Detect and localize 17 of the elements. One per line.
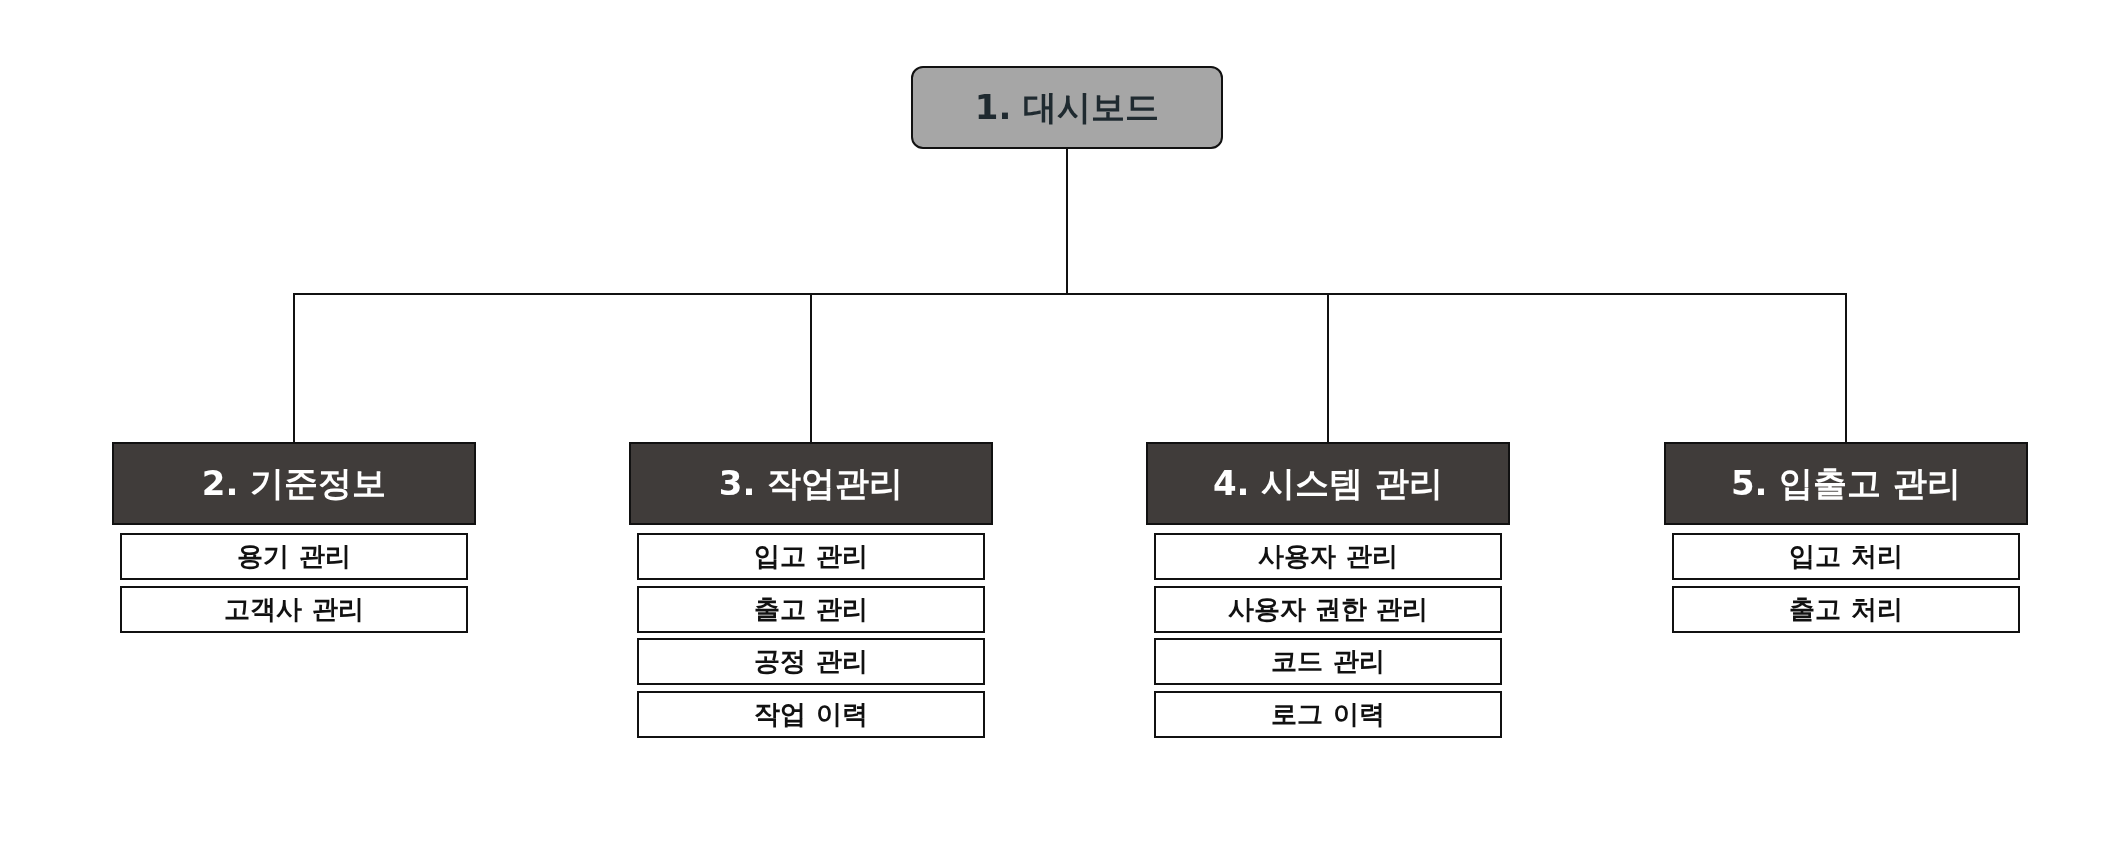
menu-item-box: 고객사 관리 [120, 586, 468, 633]
menu-item-box: 작업 이력 [637, 691, 985, 738]
menu-item-box: 사용자 권한 관리 [1154, 586, 1502, 633]
menu-item-box: 용기 관리 [120, 533, 468, 580]
menu-item-box: 사용자 관리 [1154, 533, 1502, 580]
dashboard-box: 1. 대시보드 [911, 66, 1223, 149]
menu-item-box: 입고 처리 [1672, 533, 2020, 580]
menu-item-box: 로그 이력 [1154, 691, 1502, 738]
menu-item-box: 코드 관리 [1154, 638, 1502, 685]
category-box: 4. 시스템 관리 [1146, 442, 1510, 525]
category-box: 5. 입출고 관리 [1664, 442, 2028, 525]
menu-item-box: 출고 관리 [637, 586, 985, 633]
category-box: 2. 기준정보 [112, 442, 476, 525]
category-box: 3. 작업관리 [629, 442, 993, 525]
menu-item-box: 입고 관리 [637, 533, 985, 580]
menu-item-box: 공정 관리 [637, 638, 985, 685]
menu-item-box: 출고 처리 [1672, 586, 2020, 633]
